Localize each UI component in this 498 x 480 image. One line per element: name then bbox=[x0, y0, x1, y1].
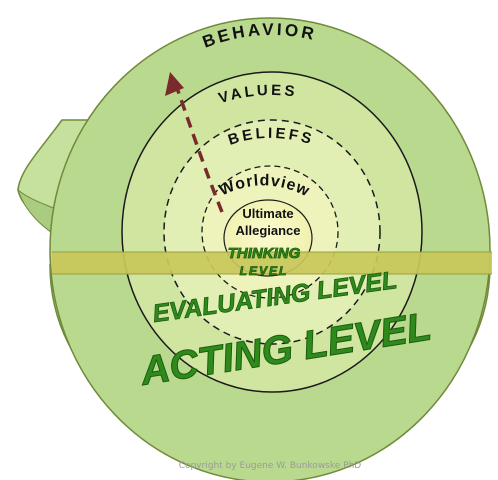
thinking-level-label: LEVEL bbox=[240, 264, 289, 278]
thinking-label: THINKING bbox=[228, 245, 301, 262]
allegiance-label: Allegiance bbox=[235, 223, 300, 238]
ultimate-label: Ultimate bbox=[242, 206, 293, 221]
horizon-band bbox=[52, 252, 492, 274]
growth-arrow-head bbox=[165, 72, 184, 96]
copyright-note: Copyright by Eugene W. Bunkowske PhD bbox=[179, 461, 362, 471]
